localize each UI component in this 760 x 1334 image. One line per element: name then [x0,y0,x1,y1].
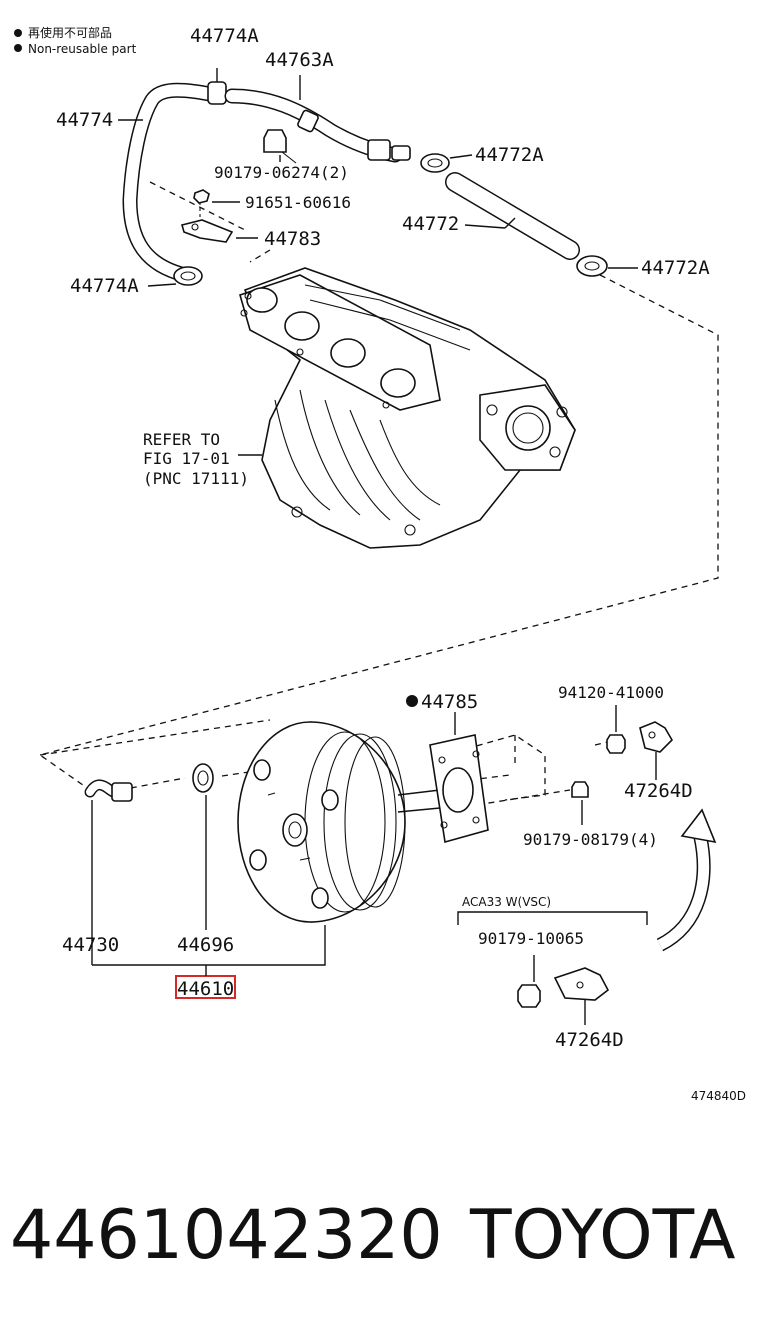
figure-code: 474840D [691,1089,746,1103]
label-44785: 44785 [421,691,478,713]
label-44774A-top: 44774A [190,25,259,47]
label-44783: 44783 [264,228,321,250]
footer: 4461042320 TOYOTA [10,1196,735,1275]
callout-labels: 44774A 44763A 44774 90179-06274(2) 44772… [56,25,746,1103]
label-90179-08179: 90179-08179(4) [523,830,658,849]
label-90179-06274: 90179-06274(2) [214,163,349,182]
brand-name: TOYOTA [469,1196,735,1275]
label-44774A-mid: 44774A [70,275,139,297]
label-94120-41000: 94120-41000 [558,683,664,702]
legend-jp: 再使用不可部品 [28,25,112,40]
label-47264D-upper: 47264D [624,780,693,802]
intake-manifold [238,267,576,549]
label-aca33: ACA33 W(VSC) [462,895,551,909]
label-44610: 44610 [177,978,234,1000]
brake-booster-assembly [39,695,717,1025]
label-44772: 44772 [402,213,459,235]
label-44696: 44696 [177,934,234,956]
label-44772A-lower: 44772A [641,257,710,279]
label-91651-60616: 91651-60616 [245,193,351,212]
refer-line1: REFER TO [143,430,220,449]
label-90179-10065: 90179-10065 [478,929,584,948]
label-44763A: 44763A [265,49,334,71]
refer-line2: FIG 17-01 [143,449,230,468]
vacuum-hose-assembly [38,68,719,791]
legend-en: Non-reusable part [28,42,137,56]
refer-line3: (PNC 17111) [143,469,249,488]
label-44772A-upper: 44772A [475,144,544,166]
legend: 再使用不可部品 Non-reusable part [14,25,137,56]
label-44730: 44730 [62,934,119,956]
label-47264D-lower: 47264D [555,1029,624,1051]
label-44774: 44774 [56,109,113,131]
part-number: 4461042320 [10,1196,443,1275]
